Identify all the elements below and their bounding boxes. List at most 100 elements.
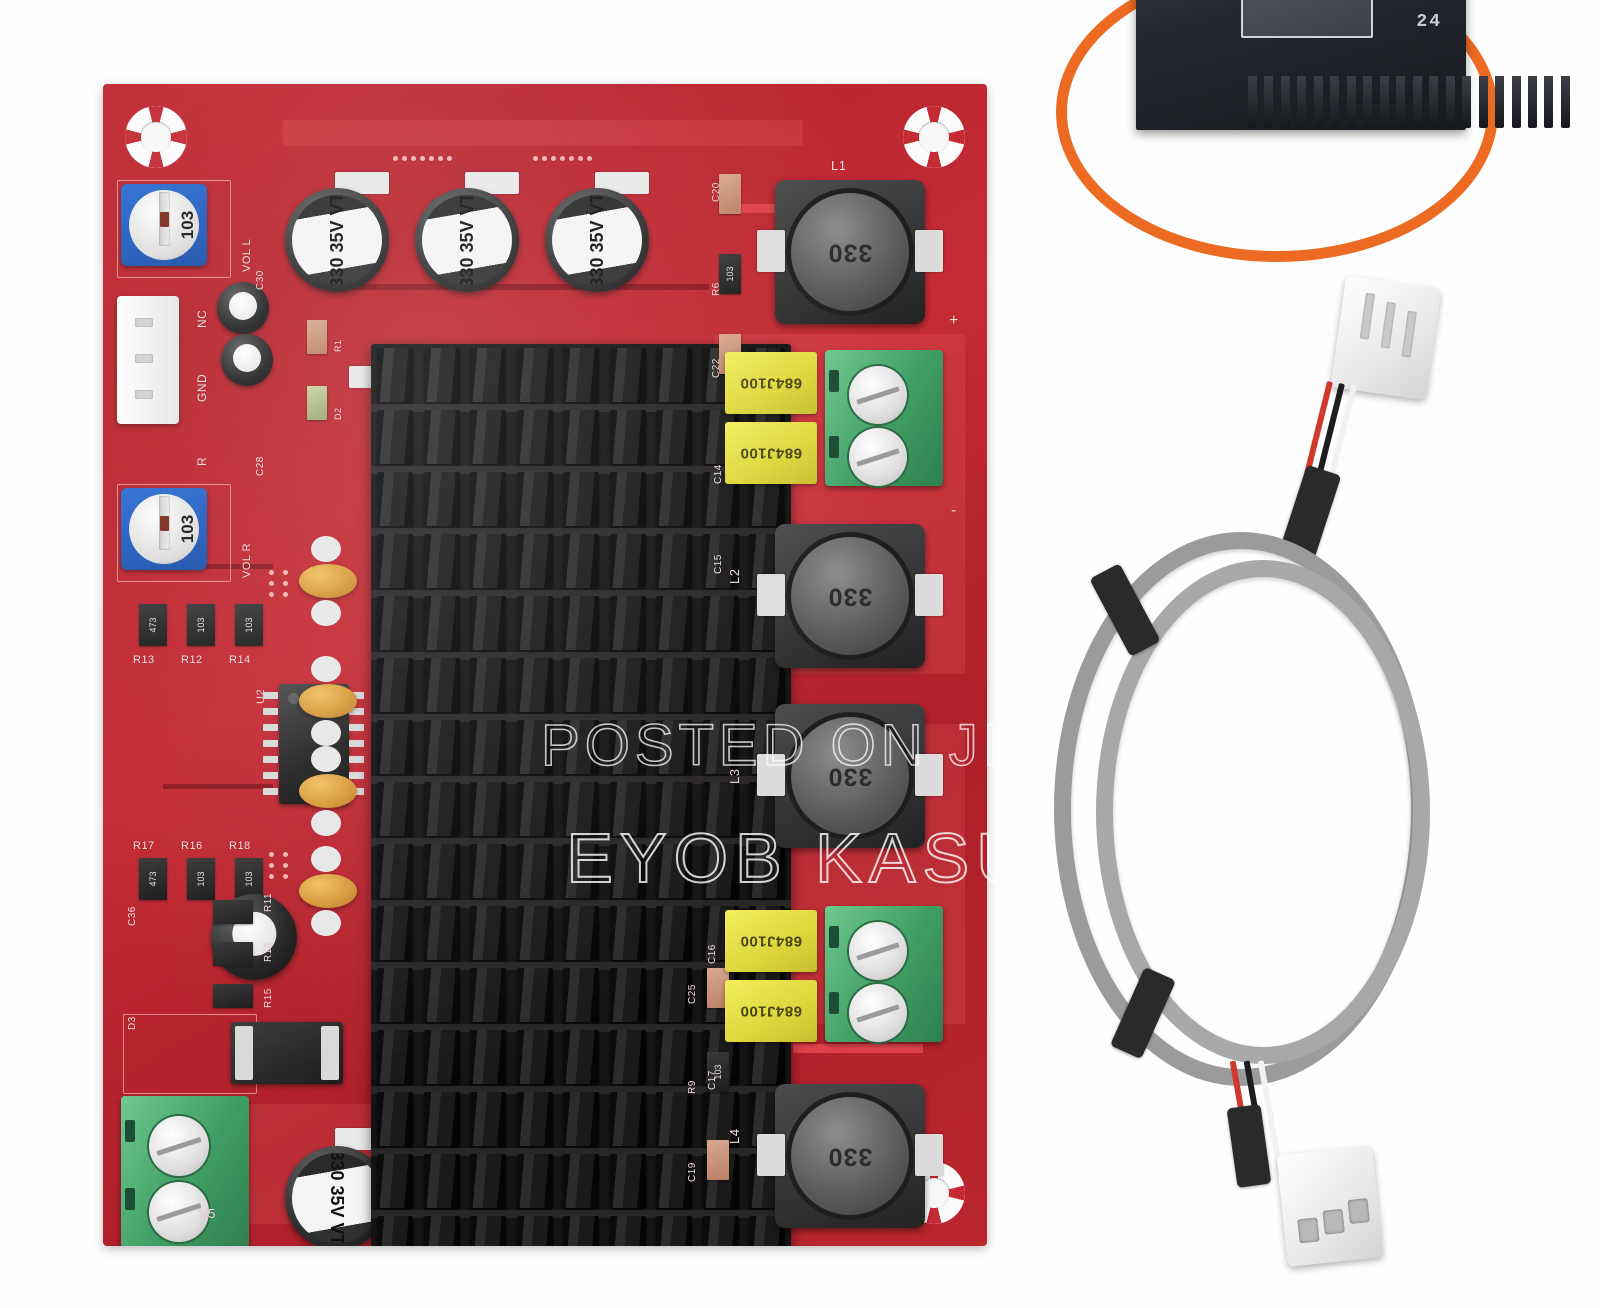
speaker-output-terminal-right[interactable] <box>825 906 943 1042</box>
power-input-terminal[interactable] <box>121 1096 249 1246</box>
silk-outline <box>117 180 231 278</box>
smd-power-diode <box>231 1022 343 1084</box>
silk-label-c17: C17 <box>707 1070 718 1090</box>
smd-resistor: 103 <box>707 1052 729 1092</box>
power-inductor-l3: 330 <box>757 704 943 848</box>
via-row <box>283 852 288 879</box>
via-row <box>283 570 288 597</box>
silk-label-c15: C15 <box>713 554 724 574</box>
tpa3116d2-chip: TPA 3116 AHOP D2 2AT 24 <box>1136 0 1570 130</box>
silk-label-c28: C28 <box>255 456 266 476</box>
silk-label-r13: R13 <box>133 654 155 666</box>
solder-pad <box>311 810 341 836</box>
film-axial-capacitor <box>299 564 357 598</box>
cap-brand: VT <box>457 195 477 216</box>
highlight-ring <box>1056 0 1498 262</box>
cap-value: 330 <box>327 257 347 285</box>
film-capacitor-c17: 684J100 <box>725 980 817 1042</box>
silk-label-l1: L1 <box>831 158 847 173</box>
via-row <box>269 852 274 879</box>
mounting-hole <box>903 106 965 168</box>
smd-resistor: 103 <box>187 604 215 646</box>
chip-marking-line3: AHOP <box>1152 0 1213 5</box>
cap-value: 330 <box>457 257 477 285</box>
film-cap-value: 684J100 <box>740 374 802 392</box>
silk-label-r9: R9 <box>687 1080 698 1094</box>
volume-trimpot-right[interactable]: 103 <box>121 488 207 570</box>
silk-label-r15: R15 <box>263 988 274 1008</box>
pcb-trace <box>349 284 709 290</box>
smd-resistor: 103 <box>719 254 741 294</box>
silk-label-r11: R11 <box>263 892 274 912</box>
silk-label-r12: R12 <box>181 654 203 666</box>
inductor-value: 330 <box>827 238 873 267</box>
volume-trimpot-left[interactable]: 103 <box>121 184 207 266</box>
pcb-trace <box>793 1044 923 1053</box>
silk-label-gnd: GND <box>195 373 209 402</box>
cap-voltage: 35V <box>587 220 607 253</box>
smd-resistor: 473 <box>139 858 167 900</box>
speaker-output-terminal-left[interactable] <box>825 350 943 486</box>
jst-connector-bottom[interactable] <box>1276 1145 1384 1267</box>
film-cap-value: 684J100 <box>740 932 802 950</box>
power-inductor-l1: 330 <box>757 180 943 324</box>
silk-label-r17: R17 <box>133 840 155 852</box>
silk-label-c25: C25 <box>687 984 698 1004</box>
cap-voltage: 35V <box>327 1185 347 1218</box>
cable-sheath <box>1226 1104 1272 1188</box>
film-capacitor-c14: 684J100 <box>725 352 817 414</box>
jst-signal-cable-assembly <box>1000 270 1580 1280</box>
via-row <box>269 570 274 597</box>
silk-label-r: R <box>195 456 209 466</box>
smd-capacitor <box>307 320 327 354</box>
solder-pad <box>311 720 341 746</box>
audio-input-header[interactable] <box>117 296 179 424</box>
chip-closeup-inset: TPA 3116 AHOP D2 2AT 24 <box>1028 0 1570 302</box>
cap-value: 330 <box>327 1153 347 1181</box>
film-axial-capacitor <box>299 774 357 808</box>
silk-label-c19: C19 <box>687 1162 698 1182</box>
silk-label-c30: C30 <box>255 270 266 290</box>
via-row <box>533 156 592 161</box>
electrolytic-capacitor: 330 35V VT <box>545 188 649 292</box>
jst-connector-top[interactable] <box>1330 275 1442 401</box>
inductor-value: 330 <box>827 762 873 791</box>
solder-pad <box>311 846 341 872</box>
tpa3116-amplifier-board: 330 35V VT 330 35V VT 330 35V VT 330 35V… <box>103 84 987 1246</box>
inductor-value: 330 <box>827 1142 873 1171</box>
smd-led <box>307 386 327 420</box>
cap-brand: VT <box>587 195 607 216</box>
film-axial-capacitor <box>299 684 357 718</box>
small-radial-capacitor <box>217 282 269 334</box>
cap-voltage: 35V <box>327 220 347 253</box>
tpa3116-heatsink <box>371 344 791 1246</box>
cap-brand: VT <box>327 1222 347 1243</box>
electrolytic-capacitor: 330 35V VT <box>285 188 389 292</box>
silk-label-l3: L3 <box>727 768 742 784</box>
silk-label-vol-l: VOL L <box>241 238 253 272</box>
chip-pins <box>1248 76 1570 128</box>
small-radial-capacitor <box>221 334 273 386</box>
smd-resistor <box>213 942 253 966</box>
silk-label-r14: R14 <box>229 654 251 666</box>
copper-pour <box>283 120 803 146</box>
silk-label-nc: NC <box>195 309 209 328</box>
film-capacitor-c15: 684J100 <box>725 422 817 484</box>
cap-brand: VT <box>327 195 347 216</box>
smd-resistor <box>213 984 253 1008</box>
mounting-hole <box>125 106 187 168</box>
film-axial-capacitor <box>299 874 357 908</box>
solder-pad <box>311 910 341 936</box>
pcb-trace <box>163 564 273 569</box>
silk-label-c36: C36 <box>127 906 138 926</box>
smd-capacitor <box>707 1140 729 1180</box>
power-inductor-l2: 330 <box>757 524 943 668</box>
smd-resistor <box>213 900 253 924</box>
smd-capacitor <box>719 174 741 214</box>
power-inductor-l4: 330 <box>757 1084 943 1228</box>
silk-label-r16: R16 <box>181 840 203 852</box>
silk-label-r18: R18 <box>229 840 251 852</box>
smd-capacitor <box>707 968 729 1008</box>
chip-thermal-pad <box>1241 0 1373 38</box>
